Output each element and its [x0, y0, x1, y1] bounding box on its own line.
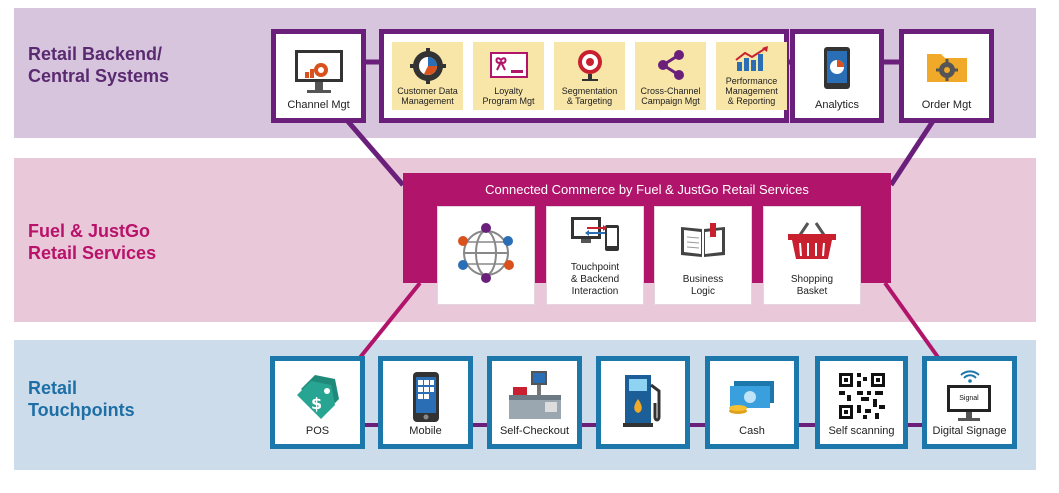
touchpoint-digital-signage-label: Digital Signage: [932, 425, 1007, 437]
connector-order-to-services: [888, 116, 938, 187]
svc-card-shopping-basket: Shopping Basket: [764, 207, 860, 304]
price-tags-icon: $: [296, 375, 339, 419]
loyalty-tile: Loyalty Program Mgt: [473, 42, 544, 110]
campaign-tile: Cross-Channel Campaign Mgt: [635, 42, 706, 110]
touchpoint-self-scanning-label: Self scanning: [828, 425, 895, 437]
segmentation-tile: Segmentation & Targeting: [554, 42, 625, 110]
svc-card-touchpoint-backend: Touchpoint & Backend Interaction: [547, 207, 643, 304]
touchpoint-digital-signage: Signal Digital Signage: [922, 356, 1017, 449]
performance-tile: Performance Management & Reporting: [716, 42, 787, 110]
cash-coins-icon: [729, 381, 774, 414]
signage-screen-icon: Signal: [947, 385, 991, 412]
analytics-box: Analytics: [790, 29, 884, 123]
tablet-pie-icon: [824, 47, 850, 89]
trend-chart-icon: [734, 46, 768, 71]
touchpoint-cash: Cash: [705, 356, 799, 449]
touchpoint-self-checkout: Self-Checkout: [487, 356, 582, 449]
share-nodes-icon: [657, 50, 684, 80]
connector-services-to-signage: [883, 281, 942, 362]
svg-text:$: $: [311, 394, 322, 413]
globe-network-icon: [458, 223, 514, 283]
connector-channel-to-services: [343, 116, 405, 187]
services-band-label: Fuel & JustGo Retail Services: [28, 221, 157, 263]
smartphone-icon: [412, 372, 439, 422]
connector-services-to-pos: [356, 281, 422, 362]
analytics-label: Analytics: [814, 99, 860, 111]
campaign-label: Cross-Channel Campaign Mgt: [640, 86, 701, 106]
signage-screen-text: Signal: [950, 388, 988, 409]
svc-card-shopping-basket-label: Shopping Basket: [790, 274, 834, 297]
order-mgt-label: Order Mgt: [921, 99, 972, 111]
touchpoint-mobile-label: Mobile: [409, 425, 442, 437]
fuel-pump-icon: [623, 375, 661, 427]
svc-card-business-logic: Business Logic: [655, 207, 751, 304]
wifi-icon: [959, 370, 980, 383]
checkout-kiosk-icon: [508, 371, 561, 419]
devices-exchange-icon: [571, 217, 619, 251]
loyalty-label: Loyalty Program Mgt: [482, 86, 535, 106]
svc-card-business-logic-label: Business Logic: [682, 274, 724, 297]
connected-commerce-title: Connected Commerce by Fuel & JustGo Reta…: [485, 182, 809, 197]
customer-data-tile: Customer Data Management: [392, 42, 463, 110]
customer-data-label: Customer Data Management: [397, 86, 458, 106]
target-icon: [577, 50, 602, 81]
touchpoint-pos-label: POS: [305, 425, 330, 437]
qr-code-icon: [836, 371, 887, 421]
touchpoint-pos: $ POS: [270, 356, 365, 449]
performance-label: Performance Management & Reporting: [725, 76, 778, 106]
channel-mgt-label: Channel Mgt: [287, 99, 350, 111]
monitor-gear-icon: [294, 50, 343, 93]
backend-modules-box: Customer Data Management Loyalty Program…: [379, 29, 789, 123]
gear-pie-icon: [409, 48, 446, 84]
shopping-basket-icon: [788, 222, 836, 259]
channel-mgt-box: Channel Mgt: [271, 29, 366, 123]
touchpoint-fuel-pump: [596, 356, 690, 449]
svc-card-network: [438, 207, 534, 304]
touchpoint-self-checkout-label: Self-Checkout: [499, 425, 570, 437]
segmentation-label: Segmentation & Targeting: [561, 86, 618, 106]
signage-base: [958, 418, 980, 421]
signage-stand: [966, 412, 972, 418]
gift-card-icon: [489, 52, 528, 78]
order-mgt-box: Order Mgt: [899, 29, 994, 123]
open-book-icon: [681, 223, 725, 257]
svc-card-touchpoint-backend-label: Touchpoint & Backend Interaction: [570, 262, 620, 297]
folder-gear-icon: [926, 54, 967, 82]
touchpoints-band-label: Retail Touchpoints: [28, 378, 135, 420]
touchpoint-self-scanning: Self scanning: [815, 356, 908, 449]
touchpoint-mobile: Mobile: [378, 356, 473, 449]
backend-band-label: Retail Backend/ Central Systems: [28, 44, 170, 86]
touchpoint-cash-label: Cash: [739, 425, 765, 437]
